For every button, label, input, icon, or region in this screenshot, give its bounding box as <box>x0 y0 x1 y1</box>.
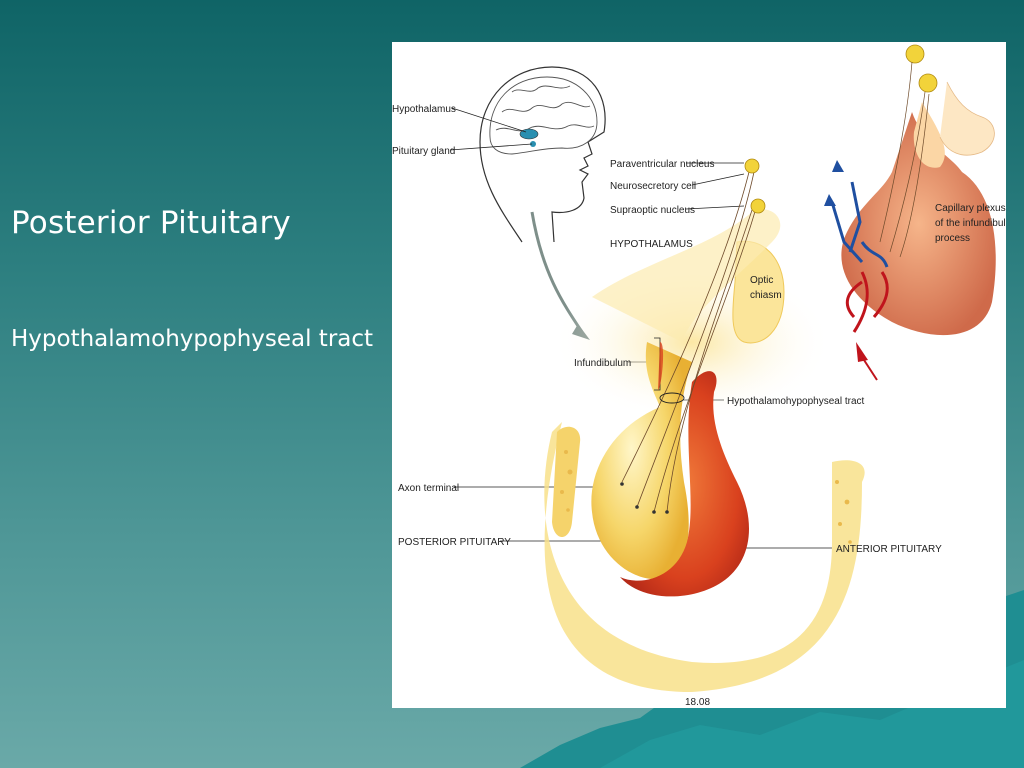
inset-axons <box>879 61 930 258</box>
diagram-panel: Hypothalamus Pituitary gland Paraventric… <box>392 42 1006 708</box>
hypothalamus-region <box>592 209 781 342</box>
slide-title: Posterior Pituitary <box>11 205 291 241</box>
label-posterior-pituitary: POSTERIOR PITUITARY <box>398 537 511 548</box>
vein-network <box>830 181 889 268</box>
bone-texture <box>560 450 852 544</box>
inset-upper-tissue <box>939 81 995 156</box>
brain-icon <box>489 76 598 155</box>
bullet-text: Hypothalamohypophyseal tract <box>11 326 374 352</box>
vein-arrowhead-2 <box>824 194 836 206</box>
artery-arrowhead <box>856 342 868 362</box>
label-axon-terminal: Axon terminal <box>398 483 459 494</box>
infundibulum-stalk <box>658 342 664 390</box>
inset-neuron-cells <box>905 44 938 93</box>
artery-arrow <box>863 359 878 381</box>
label-pituitary-gland: Pituitary gland <box>392 146 455 157</box>
inset-gland <box>841 112 996 336</box>
axon-terminals <box>620 482 669 514</box>
tract-marker <box>659 392 685 404</box>
label-optic: Optic <box>750 275 773 286</box>
hypothalamus-marker <box>519 128 539 140</box>
label-hypothalamus: Hypothalamus <box>392 104 456 115</box>
bone-left <box>552 426 581 537</box>
posterior-pituitary-lobe <box>591 342 692 580</box>
vein-arrowhead-1 <box>832 160 844 172</box>
label-supraoptic-nucleus: Supraoptic nucleus <box>610 205 695 216</box>
pituitary-diagram: Hypothalamus Pituitary gland Paraventric… <box>392 44 1006 708</box>
label-infundibulum: Infundibulum <box>574 358 631 369</box>
artery-network <box>845 271 889 333</box>
anterior-pituitary-lobe <box>620 371 749 597</box>
label-anterior-pituitary: ANTERIOR PITUITARY <box>836 544 942 555</box>
label-capillary-plexus-2: of the infundibular <box>935 218 1006 229</box>
axon-tracts <box>621 167 757 513</box>
label-neurosecretory-cell: Neurosecretory cell <box>610 181 696 192</box>
head-outline <box>479 66 606 243</box>
label-tract: Hypothalamohypophyseal tract <box>727 396 865 407</box>
label-chiasm: chiasm <box>750 290 782 301</box>
inset-stalk <box>913 102 945 168</box>
pituitary-marker <box>530 141 536 147</box>
label-hypothalamus-caps: HYPOTHALAMUS <box>610 239 693 250</box>
label-capillary-plexus-3: process <box>935 233 970 244</box>
figure-number: 18.08 <box>685 697 710 708</box>
label-paraventricular-nucleus: Paraventricular nucleus <box>610 159 715 170</box>
neurosecretory-cells <box>744 158 766 214</box>
label-capillary-plexus-1: Capillary plexus <box>935 203 1006 214</box>
